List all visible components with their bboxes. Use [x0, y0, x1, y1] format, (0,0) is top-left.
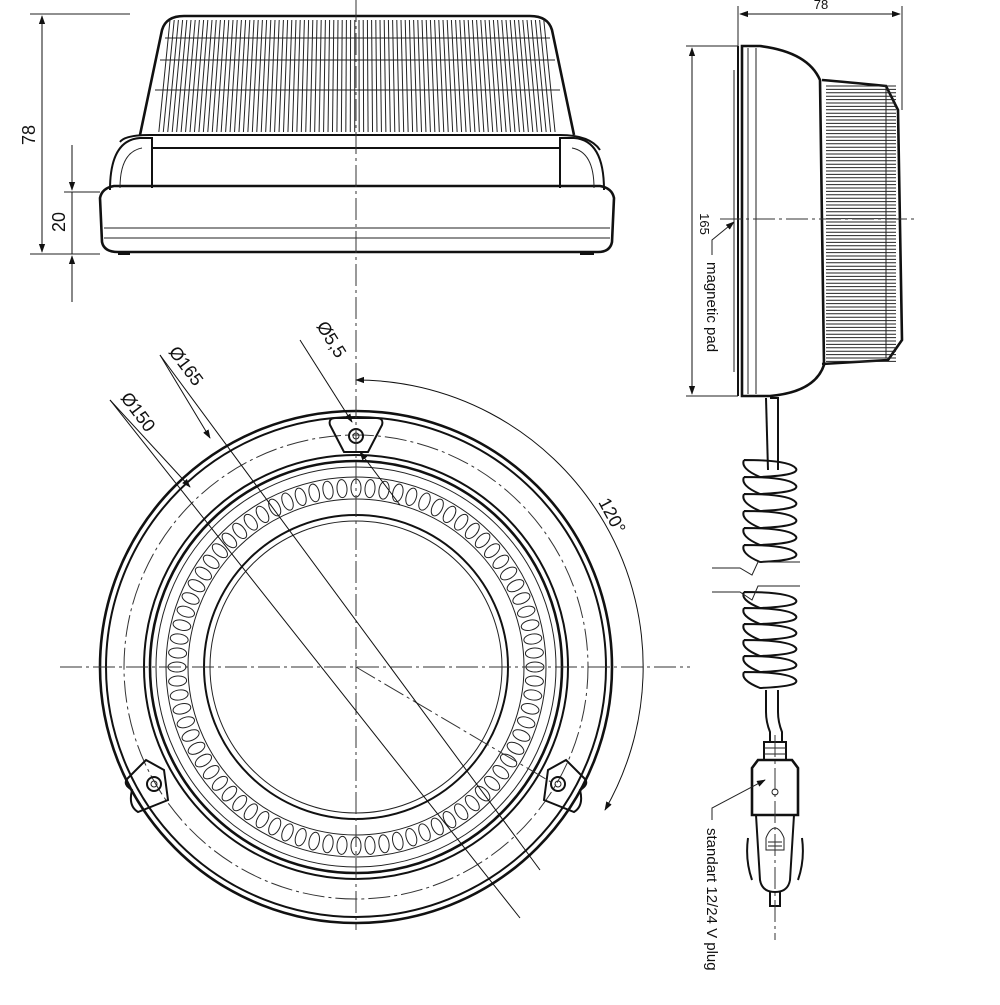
top-view	[60, 0, 690, 930]
dim-mount-diameter: Ø150	[117, 388, 159, 435]
dim-height-total: 78	[19, 125, 39, 145]
cable-coil-lower	[743, 592, 796, 688]
cable-coil-upper	[743, 460, 796, 562]
dim-diameter-side: 165	[697, 213, 712, 235]
front-view	[30, 0, 614, 302]
dim-base-height: 20	[49, 212, 69, 232]
label-plug: standart 12/24 V plug	[703, 828, 720, 971]
dim-width-side: 78	[814, 0, 828, 12]
label-magnetic-pad: magnetic pad	[703, 262, 720, 352]
dim-outer-diameter: Ø165	[165, 342, 207, 389]
lens-ribs	[159, 20, 555, 132]
side-view	[686, 6, 915, 940]
dim-hole-diameter: Ø5,5	[313, 318, 351, 362]
